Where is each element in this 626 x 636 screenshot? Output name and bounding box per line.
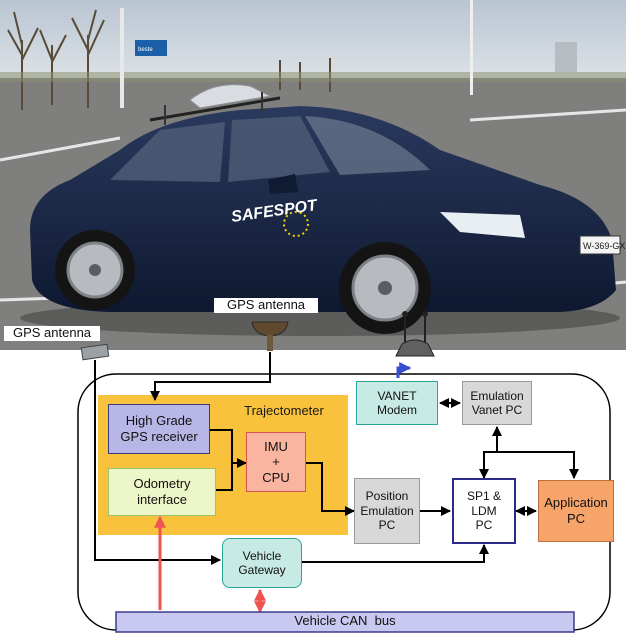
application-line2: PC bbox=[566, 511, 586, 526]
vanet-modem-line1: VANET bbox=[377, 388, 417, 403]
vanet-modem-line2: Modem bbox=[376, 403, 417, 417]
imu-line3: CPU bbox=[262, 469, 290, 485]
emulation-vanet-line1: Emulation bbox=[470, 388, 524, 403]
car-headlight bbox=[440, 212, 525, 238]
roof-rack bbox=[149, 96, 281, 122]
connector-gateway-sp1 bbox=[300, 544, 489, 563]
sp1-line1: SP1 & bbox=[466, 489, 502, 504]
application-line1: Application bbox=[544, 495, 608, 511]
grass-strip bbox=[0, 72, 626, 82]
connector-left-antenna-gateway bbox=[94, 360, 221, 565]
connector-gps-antenna-receiver bbox=[150, 352, 271, 401]
position-emulation-line1: Position bbox=[365, 489, 409, 504]
connector-gps-imu bbox=[210, 429, 247, 468]
imu-line2: + bbox=[272, 454, 280, 470]
connector-imu-position bbox=[306, 462, 355, 516]
gps-antenna-left-icon bbox=[80, 343, 110, 361]
odometry-line1: Odometry bbox=[133, 476, 191, 492]
vehicle-gateway-line1: Vehicle bbox=[242, 548, 282, 563]
gps-antenna-top-label: GPS antenna bbox=[214, 297, 318, 313]
gps-receiver-line2: GPS receiver bbox=[120, 429, 198, 444]
connector-odometry-imu bbox=[216, 463, 233, 491]
sp1-ldm-box: SP1 & LDM PC bbox=[452, 478, 516, 544]
vanet-antenna-arrow bbox=[396, 362, 412, 378]
license-plate-text: W-369-GX bbox=[583, 241, 625, 251]
emulation-vanet-line2: Vanet PC bbox=[471, 403, 523, 417]
license-plate bbox=[579, 235, 621, 255]
sky bbox=[0, 0, 626, 80]
position-emulation-line2: Emulation bbox=[360, 503, 414, 518]
car-front-side-window bbox=[228, 116, 330, 182]
vanet-modem-box: VANET Modem bbox=[356, 381, 438, 425]
road-sign-text: beste bbox=[138, 47, 153, 53]
sp1-line2: LDM bbox=[471, 503, 497, 518]
position-emulation-line3: PC bbox=[378, 518, 396, 533]
vehicle-gateway-box: Vehicle Gateway bbox=[222, 538, 302, 588]
imu-cpu-box: IMU + CPU bbox=[246, 432, 306, 492]
poles: beste bbox=[120, 0, 577, 108]
application-pc-box: Application PC bbox=[538, 480, 614, 542]
gps-antenna-left-label: GPS antenna bbox=[4, 325, 100, 341]
can-bus-bar bbox=[115, 611, 575, 633]
car-photo: beste W-369-GX bbox=[0, 0, 626, 350]
emulation-vanet-box: Emulation Vanet PC bbox=[462, 381, 532, 425]
vehicle-gateway-line2: Gateway bbox=[238, 563, 286, 577]
odometry-line2: interface bbox=[137, 492, 187, 507]
gps-receiver-box: High Grade GPS receiver bbox=[108, 404, 210, 454]
can-bus-label: Vehicle CAN bus bbox=[294, 613, 396, 628]
car-rear-window bbox=[110, 122, 225, 182]
side-mirror bbox=[268, 174, 298, 194]
road-sign bbox=[135, 40, 167, 56]
odometry-box: Odometry interface bbox=[108, 468, 216, 516]
imu-line1: IMU bbox=[264, 438, 288, 454]
gps-antenna-top-icon bbox=[251, 321, 289, 351]
position-emulation-box: Position Emulation PC bbox=[354, 478, 420, 544]
sp1-line3: PC bbox=[475, 518, 493, 533]
eu-stars bbox=[283, 211, 309, 237]
gps-receiver-line1: High Grade bbox=[125, 413, 193, 429]
car-windshield bbox=[305, 116, 430, 175]
system-diagram bbox=[77, 311, 611, 633]
connectors bbox=[94, 352, 579, 565]
car: W-369-GX SAFESPOT bbox=[20, 84, 625, 336]
connector-sp1-app-bridge bbox=[479, 451, 579, 479]
vanet-antenna-icon bbox=[395, 311, 435, 357]
trajectometer-title: Trajectometer bbox=[244, 403, 324, 418]
roof-equipment bbox=[189, 84, 272, 109]
